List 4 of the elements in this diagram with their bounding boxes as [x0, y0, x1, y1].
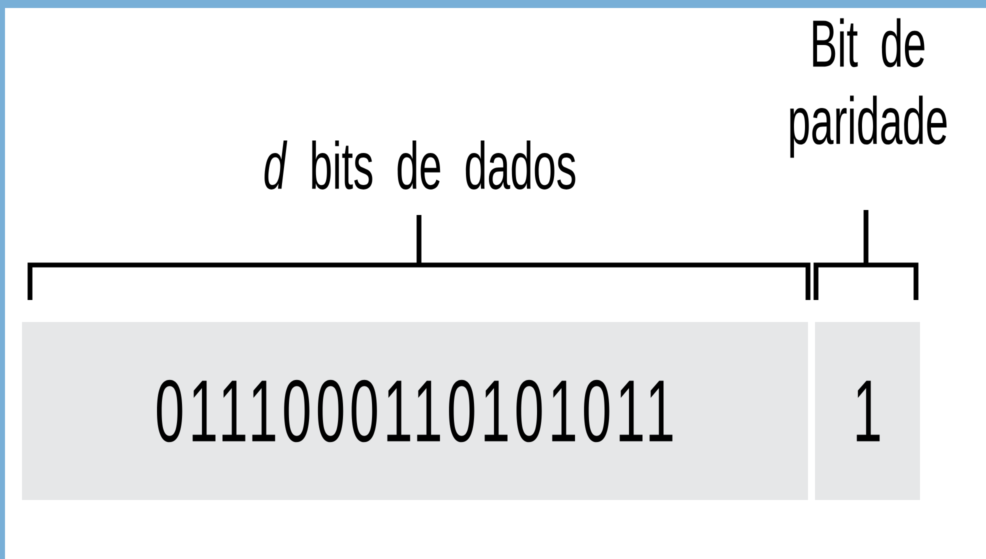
bracket-label: d bits de dados	[264, 140, 576, 190]
bit-box: 0111000110101011	[22, 322, 808, 500]
bit-box: 1	[815, 322, 920, 500]
bracket-label: Bit de paridade	[790, 18, 947, 158]
